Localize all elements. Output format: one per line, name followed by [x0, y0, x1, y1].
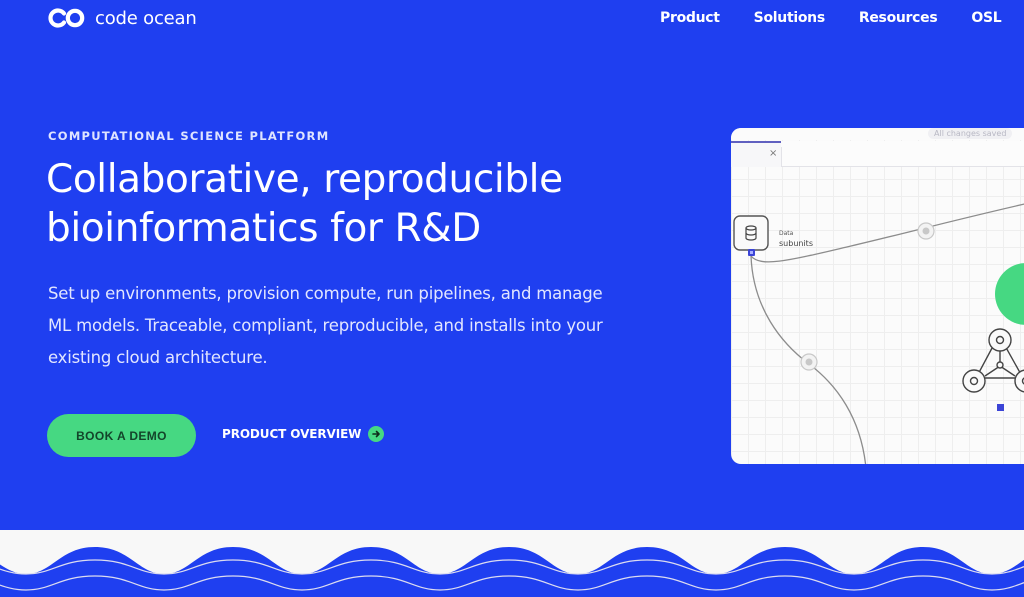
book-demo-button[interactable]: BOOK A DEMO	[47, 414, 196, 457]
hero-description: Set up environments, provision compute, …	[48, 284, 603, 367]
wave-divider	[0, 530, 1024, 591]
hero-headline: Collaborative, reproducible bioinformati…	[46, 155, 666, 253]
data-node[interactable]	[733, 215, 769, 256]
nav-links: Product Solutions Resources OSL Ab	[660, 10, 1024, 26]
data-node-name: subunits	[779, 239, 813, 248]
close-icon[interactable]: ×	[769, 148, 778, 159]
arrow-right-icon	[368, 426, 385, 442]
nav-product[interactable]: Product	[660, 10, 720, 26]
product-overview-label: PRODUCT OVERVIEW	[222, 427, 362, 441]
editor-tab-strip	[781, 147, 1024, 167]
connector-handle-icon[interactable]	[917, 222, 935, 240]
headline-line-2: bioinformatics for R&D	[46, 206, 481, 251]
top-navigation: code ocean Product Solutions Resources O…	[0, 0, 1024, 38]
headline-line-1: Collaborative, reproducible	[46, 157, 563, 202]
pipeline-process-icon[interactable]	[962, 328, 1024, 411]
editor-topbar: All changes saved	[731, 128, 1024, 140]
connector-handle-icon[interactable]	[800, 353, 818, 371]
editor-tab-active[interactable]: ×	[731, 141, 781, 167]
database-icon	[745, 225, 757, 241]
save-status: All changes saved	[928, 128, 1013, 139]
data-node-type: Data	[779, 230, 794, 237]
pipeline-graph	[733, 203, 1024, 464]
hero-eyebrow: COMPUTATIONAL SCIENCE PLATFORM	[48, 129, 330, 143]
code-ocean-logo-icon	[48, 8, 85, 28]
pipeline-editor-preview: All changes saved ×	[731, 128, 1024, 464]
brand-logo[interactable]: code ocean	[47, 7, 197, 29]
product-overview-link[interactable]: PRODUCT OVERVIEW	[222, 426, 385, 442]
nav-resources[interactable]: Resources	[858, 10, 938, 26]
brand-name: code ocean	[95, 7, 197, 29]
editor-tabbar: ×	[731, 141, 1024, 167]
nav-solutions[interactable]: Solutions	[753, 10, 825, 26]
nav-osl[interactable]: OSL	[971, 10, 1002, 26]
